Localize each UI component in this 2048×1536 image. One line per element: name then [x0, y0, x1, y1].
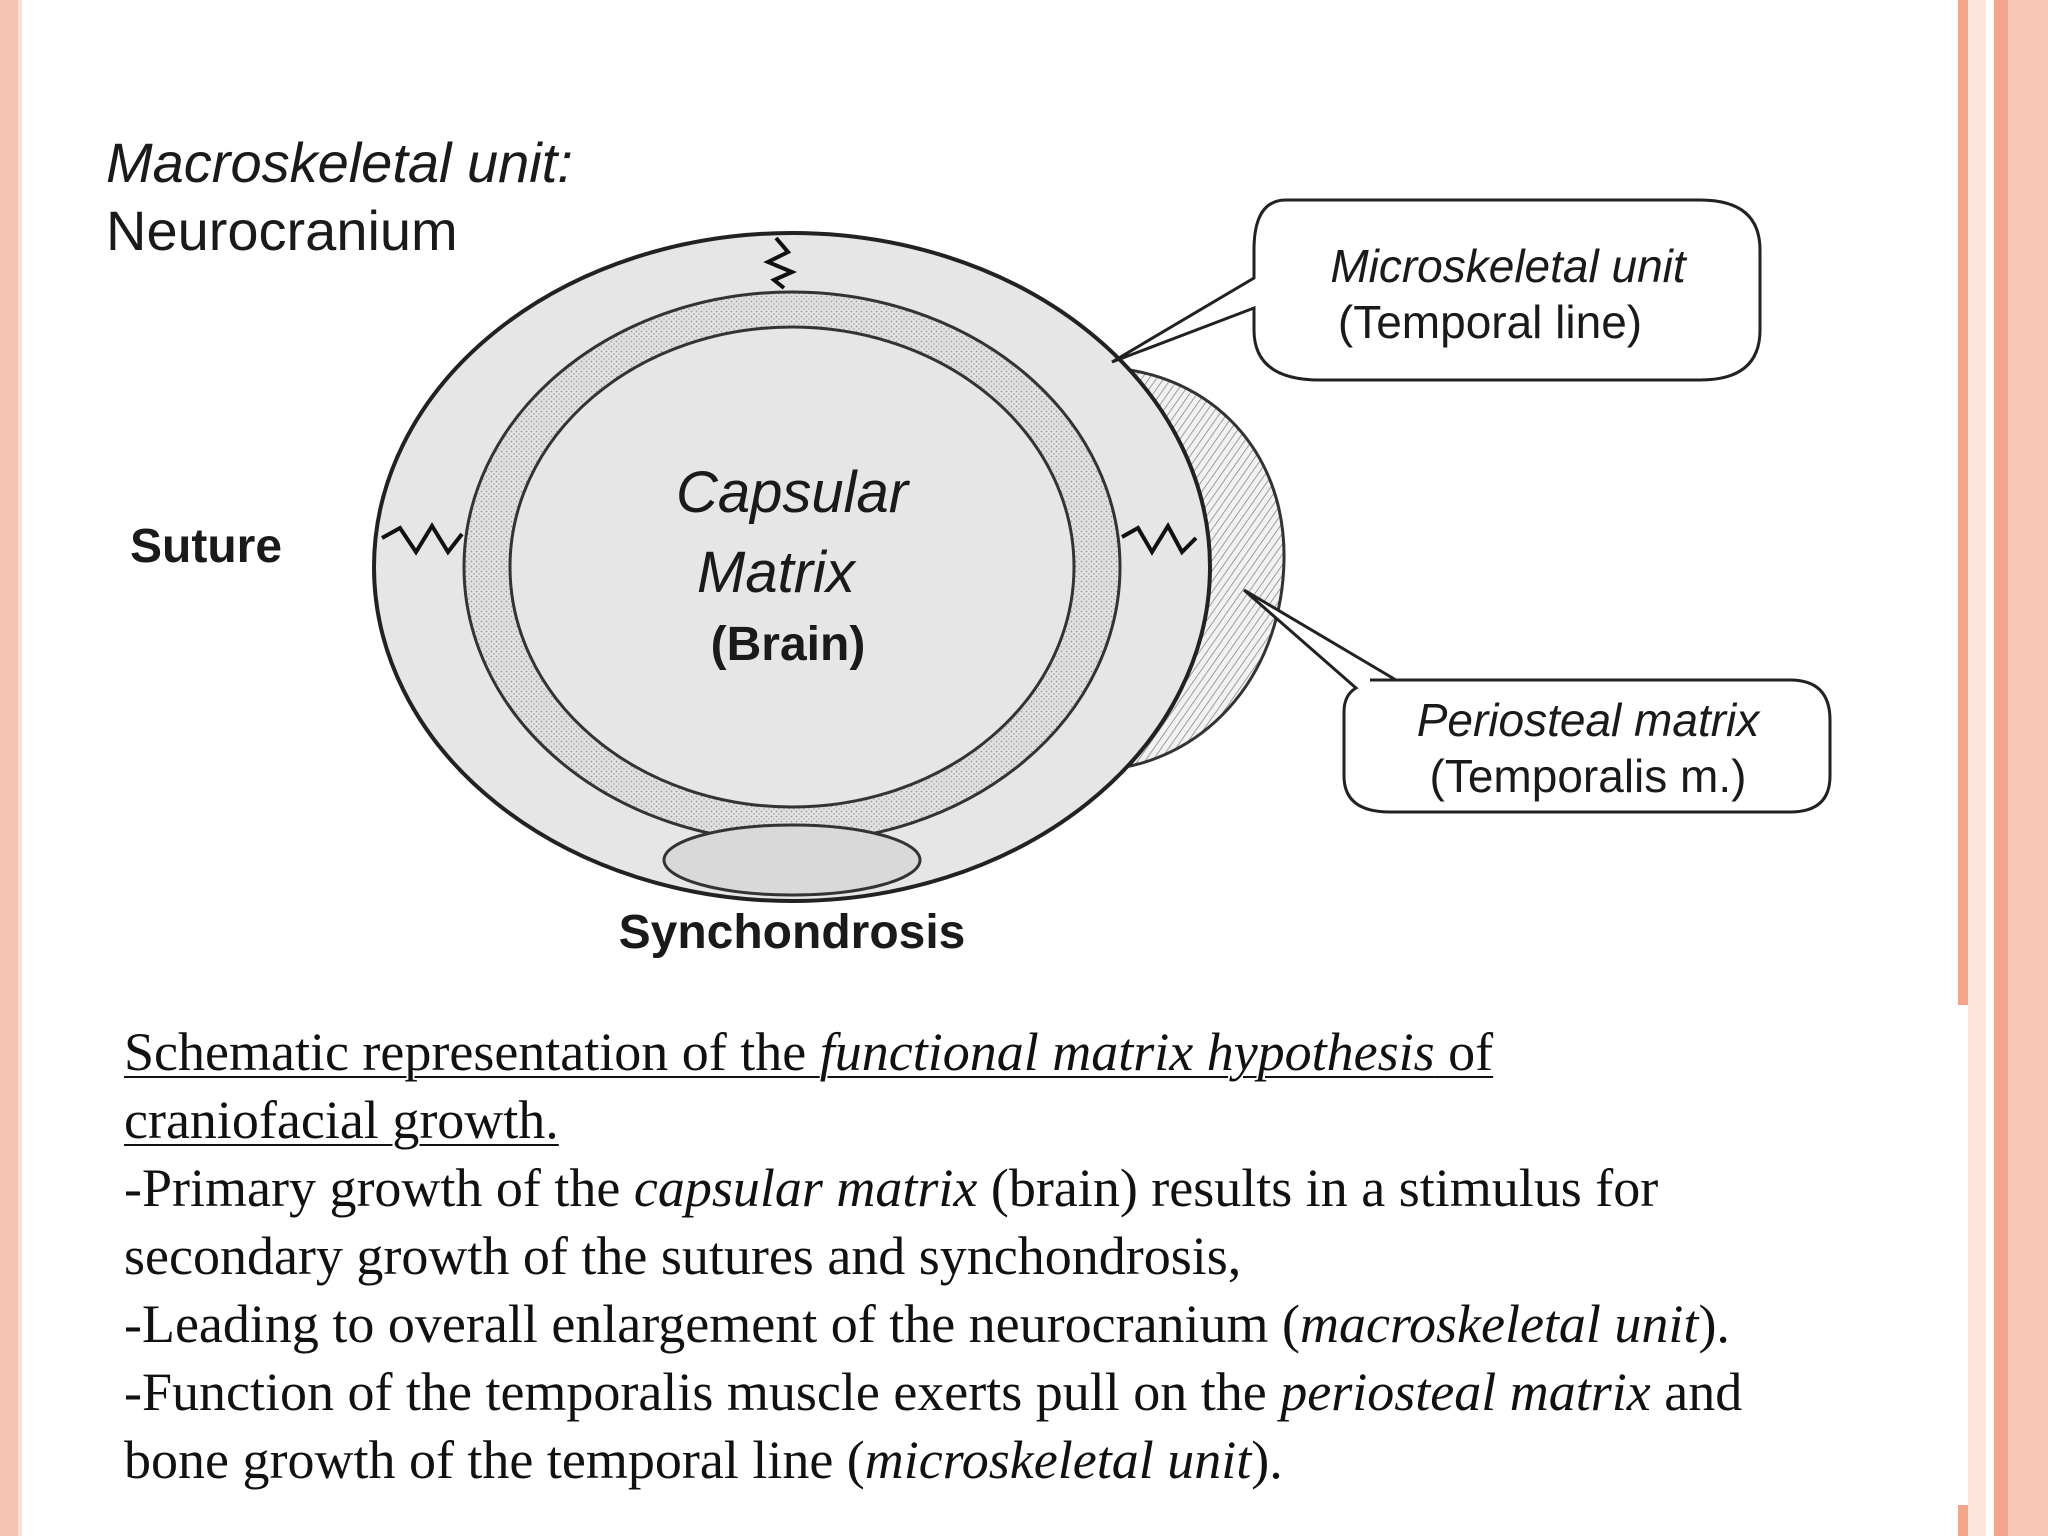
caption-title-line2-text: craniofacial growth. [124, 1090, 559, 1150]
caption-point2-part1: -Leading to overall enlargement of the n… [124, 1294, 1301, 1354]
caption-point3-line2-part2: ). [1251, 1430, 1283, 1490]
capsular-matrix-circle [508, 325, 1076, 809]
microskeletal-callout-line2: (Temporal line) [1338, 296, 1642, 348]
suture-zigzag-right [1121, 521, 1198, 556]
caption-point3-line2: bone growth of the temporal line (micros… [124, 1426, 1964, 1494]
caption-title-part1: Schematic representation of the [124, 1022, 820, 1082]
microskeletal-callout [1111, 198, 1762, 382]
slide-border-right-stripe-bottom [1958, 1505, 1968, 1536]
microskeletal-callout-line1: Microskeletal unit [1330, 240, 1688, 292]
caption-title-line2: craniofacial growth. [124, 1086, 1964, 1154]
caption-point1-line2-text: secondary growth of the sutures and sync… [124, 1226, 1242, 1286]
caption-title-line1: Schematic representation of the function… [124, 1018, 1964, 1086]
periosteal-callout [1243, 588, 1832, 814]
caption-point1-part1: -Primary growth of the [124, 1158, 634, 1218]
suture-zigzag-top [763, 236, 798, 290]
slide-border-right-stripe [1958, 0, 1968, 1005]
caption-title-italic: functional matrix hypothesis [819, 1022, 1435, 1082]
caption-point3-line2-part1: bone growth of the temporal line ( [124, 1430, 865, 1490]
caption-point2-part2: ). [1698, 1294, 1730, 1354]
macroskeletal-label: Macroskeletal unit: [106, 131, 573, 194]
caption-point1-line2: secondary growth of the sutures and sync… [124, 1222, 1964, 1290]
slide-border-right-dark [1994, 0, 2008, 1536]
functional-matrix-diagram: Macroskeletal unit: Neurocranium Suture … [106, 131, 1832, 959]
caption-point3-line2-italic: microskeletal unit [864, 1430, 1252, 1490]
slide-border-right-light [1968, 0, 1986, 1536]
slide-border-right-edge [2008, 0, 2048, 1536]
caption-point3-part1: -Function of the temporalis muscle exert… [124, 1362, 1281, 1422]
matrix-label: Matrix [697, 540, 857, 605]
caption-point1-part2: (brain) results in a stimulus for [977, 1158, 1659, 1218]
suture-zigzag-left [381, 522, 464, 556]
suture-label: Suture [130, 520, 282, 573]
caption-point3-italic: periosteal matrix [1280, 1362, 1651, 1422]
brain-label: (Brain) [711, 618, 866, 671]
caption-point2: -Leading to overall enlargement of the n… [124, 1290, 1964, 1358]
caption-point3-part2: and [1650, 1362, 1743, 1422]
caption-point1-line1: -Primary growth of the capsular matrix (… [124, 1154, 1964, 1222]
slide-border-left [0, 0, 18, 1536]
caption-point1-italic: capsular matrix [633, 1158, 978, 1218]
capsular-label: Capsular [676, 460, 911, 525]
synchondrosis-label: Synchondrosis [619, 906, 966, 959]
caption-point2-italic: macroskeletal unit [1300, 1294, 1699, 1354]
slide-border-right-gap [1986, 0, 1994, 1536]
slide-border-left-inner [18, 0, 22, 1536]
periosteal-callout-line2: (Temporalis m.) [1430, 750, 1747, 802]
caption-text: Schematic representation of the function… [124, 1018, 1964, 1494]
periosteal-callout-line1: Periosteal matrix [1417, 694, 1762, 746]
synchondrosis-oval [662, 823, 922, 897]
caption-point3-line1: -Function of the temporalis muscle exert… [124, 1358, 1964, 1426]
caption-title-part2: of [1434, 1022, 1494, 1082]
neurocranium-label: Neurocranium [106, 199, 458, 262]
